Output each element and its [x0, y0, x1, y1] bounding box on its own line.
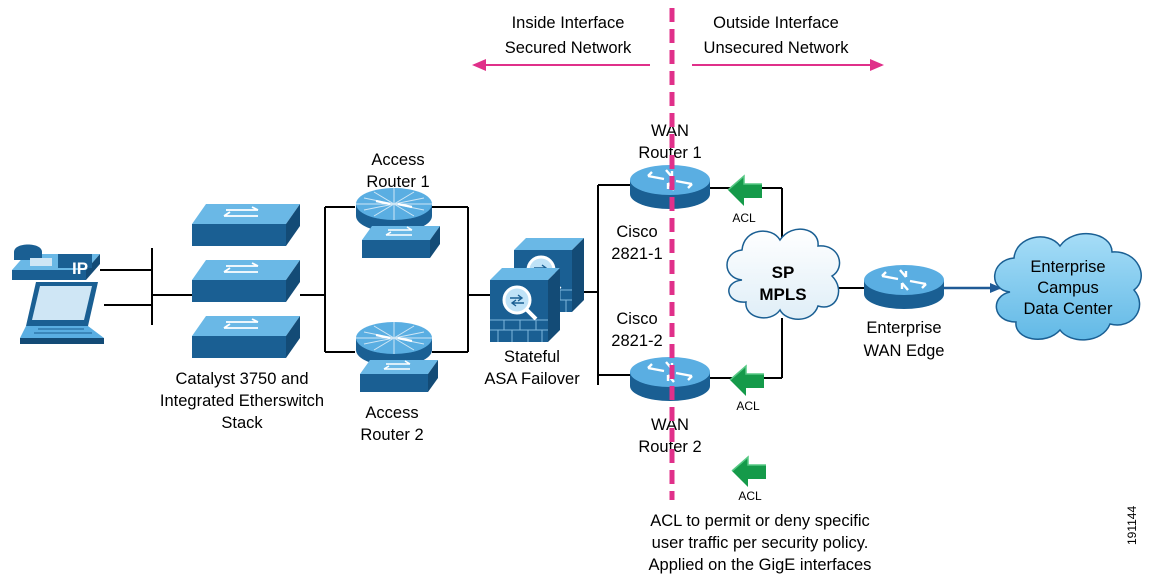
acl-note-line3: Applied on the GigE interfaces	[649, 556, 872, 574]
figure-id: 191144	[1125, 506, 1139, 545]
acl-note-line2: user traffic per security policy.	[652, 534, 869, 552]
access-router-2-icon	[354, 320, 439, 393]
cisco-2821-1-label-line2: 2821-1	[611, 245, 662, 263]
cisco-2821-2-label-line2: 2821-2	[611, 332, 662, 350]
acl-label-bottom: ACL	[736, 399, 760, 413]
wan-router-2-label-line2: Router 2	[638, 438, 701, 456]
ip-phone-icon: IP	[12, 244, 100, 280]
acl-note-line1: ACL to permit or deny specific	[650, 512, 869, 530]
access-router-1-label-line2: Router 1	[366, 173, 429, 191]
enterprise-campus-cloud-icon	[993, 232, 1142, 341]
secured-network-label: Secured Network	[505, 39, 632, 57]
cisco-2821-2-label-line1: Cisco	[616, 310, 657, 328]
unsecured-network-label: Unsecured Network	[704, 39, 850, 57]
inside-interface-label: Inside Interface	[512, 14, 625, 32]
catalyst-label-line2: Integrated Etherswitch	[160, 392, 324, 410]
outside-interface-label: Outside Interface	[713, 14, 839, 32]
acl-legend-label: ACL	[738, 489, 762, 503]
ip-badge: IP	[72, 259, 88, 278]
wan-router-1-label-line2: Router 1	[638, 144, 701, 162]
acl-label-top: ACL	[732, 211, 756, 225]
wan-router-2-label-line1: WAN	[651, 416, 689, 434]
wan-router-1-label-line1: WAN	[651, 122, 689, 140]
sp-mpls-label-line2: MPLS	[759, 285, 806, 304]
asa-firewall-icon	[488, 236, 586, 344]
enterprise-wan-edge-label-line1: Enterprise	[866, 319, 941, 337]
access-router-1-icon	[354, 186, 441, 259]
access-router-2-label-line2: Router 2	[360, 426, 423, 444]
asa-label-line2: ASA Failover	[484, 370, 580, 388]
cloud-icon	[726, 228, 841, 320]
network-links	[100, 184, 866, 385]
access-router-1-label-line1: Access	[371, 151, 424, 169]
cisco-2821-1-label-line1: Cisco	[616, 223, 657, 241]
enterprise-wan-edge-router-icon	[862, 263, 946, 311]
boundary-labels: Inside Interface Secured Network Outside…	[472, 14, 884, 71]
campus-label-line2: Campus	[1037, 279, 1098, 297]
campus-label-line1: Enterprise	[1030, 258, 1105, 276]
catalyst-label-line1: Catalyst 3750 and	[175, 370, 308, 388]
asa-label-line1: Stateful	[504, 348, 560, 366]
laptop-icon	[20, 282, 104, 344]
sp-mpls-label-line1: SP	[772, 263, 795, 282]
switch-icon	[191, 203, 301, 359]
campus-label-line3: Data Center	[1024, 300, 1113, 318]
enterprise-wan-edge-label-line2: WAN Edge	[863, 342, 944, 360]
catalyst-label-line3: Stack	[221, 414, 263, 432]
access-router-2-label-line1: Access	[365, 404, 418, 422]
